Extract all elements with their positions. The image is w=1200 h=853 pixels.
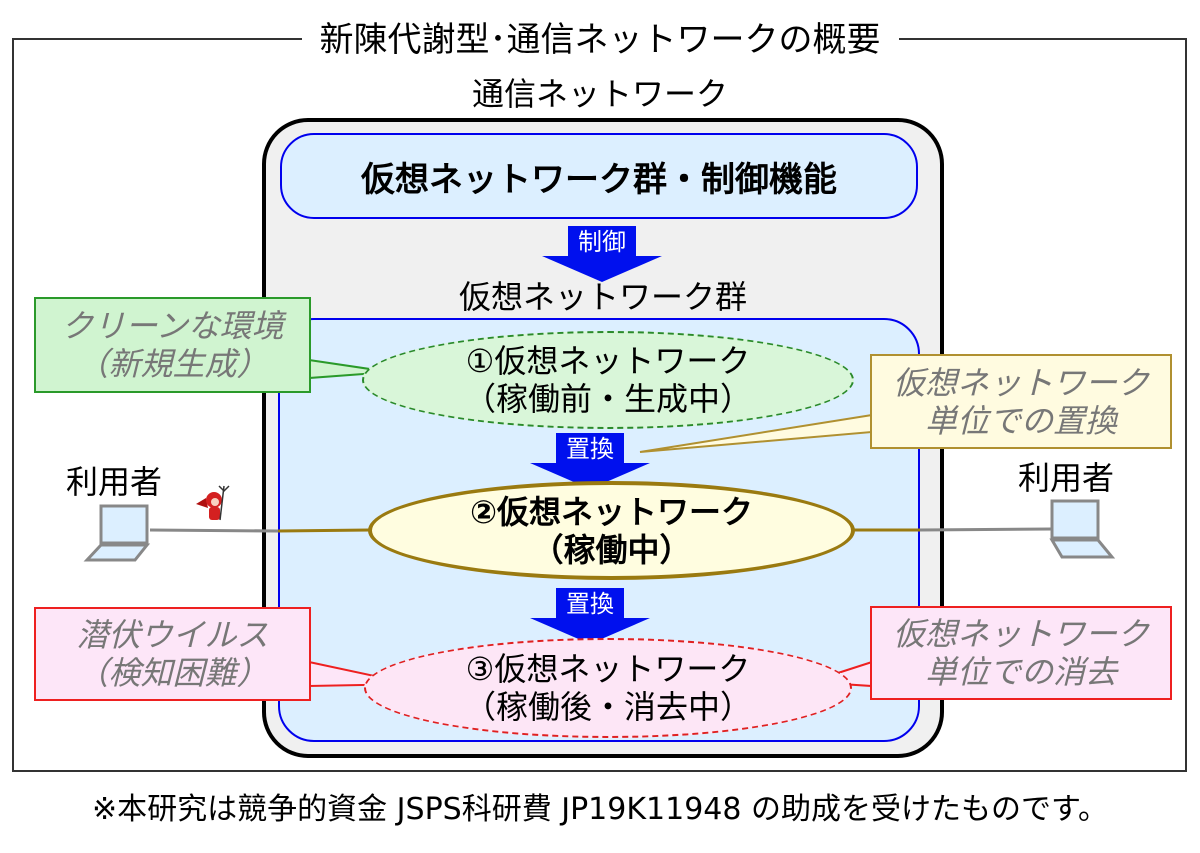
replace-arrow-1-label: 置換	[556, 433, 624, 465]
funding-footnote: ※本研究は競争的資金 JSPS科研費 JP19K11948 の助成を受けたもので…	[92, 792, 1108, 827]
replace-arrow-2-label: 置換	[556, 588, 624, 620]
laptop-icon-left	[83, 504, 151, 562]
control-function-box: 仮想ネットワーク群・制御機能	[280, 133, 918, 219]
virtual-network-2: ②仮想ネットワーク （稼働中）	[368, 481, 855, 580]
vn2-status: （稼働中）	[531, 530, 692, 569]
control-arrow-label: 制御	[568, 226, 636, 258]
vn1-status: （稼働前・生成中）	[463, 380, 752, 418]
user-label-right: 利用者	[1018, 459, 1115, 497]
vn2-title: ②仮想ネットワーク	[469, 492, 754, 531]
control-arrow: 制御	[542, 226, 662, 284]
vn-group-label: 仮想ネットワーク群	[458, 278, 747, 316]
callout-clean-env-line1: クリーンな環境	[61, 307, 284, 345]
user-label-left: 利用者	[66, 463, 163, 501]
arrow-down-icon	[542, 256, 662, 282]
virtual-network-1: ①仮想ネットワーク （稼働前・生成中）	[362, 331, 854, 429]
callout-clean-environment: クリーンな環境 （新規生成）	[34, 297, 311, 393]
callout-replace-line2: 単位での置換	[924, 401, 1117, 440]
vn3-title: ③仮想ネットワーク	[465, 650, 751, 688]
callout-delete-line2: 単位での消去	[924, 653, 1117, 691]
callout-replace-unit: 仮想ネットワーク 単位での置換	[870, 354, 1172, 449]
callout-clean-env-line2: （新規生成）	[76, 345, 269, 383]
laptop-icon-right	[1049, 499, 1116, 559]
left-user-line	[149, 528, 279, 533]
callout-delete-unit: 仮想ネットワーク 単位での消去	[870, 606, 1172, 700]
diagram-title: 新陳代謝型･通信ネットワークの概要	[0, 18, 1200, 62]
callout-replace-line1: 仮想ネットワーク	[892, 363, 1149, 402]
devil-virus-icon-left	[196, 485, 230, 521]
vn1-title: ①仮想ネットワーク	[465, 342, 751, 380]
right-user-line	[919, 527, 1053, 532]
network-label: 通信ネットワーク	[471, 75, 728, 113]
callout-delete-line1: 仮想ネットワーク	[892, 615, 1149, 653]
vn3-status: （稼働後・消去中）	[463, 688, 752, 726]
callout-virus-line1: 潜伏ウイルス	[76, 616, 269, 654]
callout-latent-virus: 潜伏ウイルス （検知困難）	[34, 607, 311, 701]
callout-virus-line2: （検知困難）	[76, 654, 269, 692]
virtual-network-3: ③仮想ネットワーク （稼働後・消去中）	[364, 638, 852, 738]
left-vn-link	[277, 528, 371, 533]
